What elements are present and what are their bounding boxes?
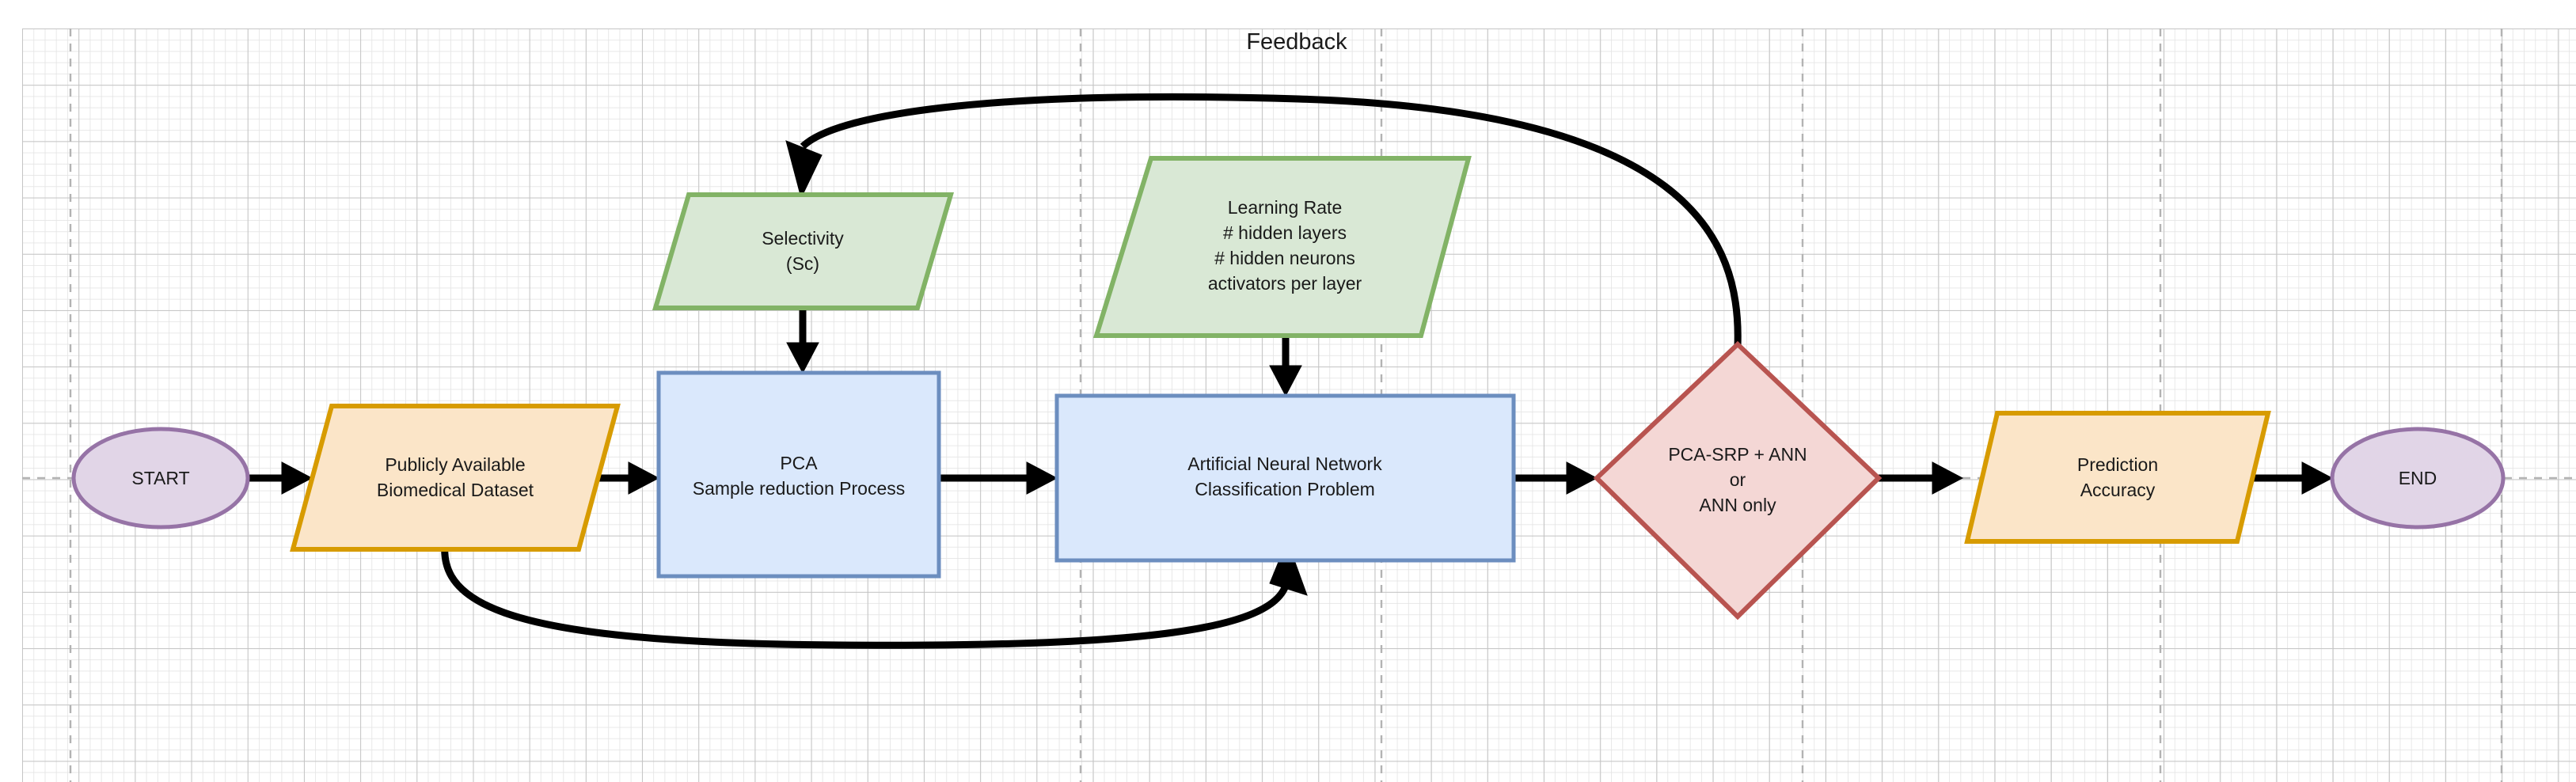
- edge-feedback-label: Feedback: [1246, 29, 1347, 55]
- ann-rectangle: [1054, 393, 1516, 563]
- accuracy-label-line2: Accuracy: [2080, 480, 2156, 500]
- edge-start-dataset[interactable]: [248, 461, 313, 495]
- edge-decision-accuracy[interactable]: [1879, 461, 1964, 495]
- hyperparams-label-line2: # hidden layers: [1223, 222, 1347, 243]
- end-ellipse: [2330, 427, 2506, 530]
- edge-pca-ann[interactable]: [939, 461, 1058, 495]
- ann-label-line1: Artificial Neural Network: [1187, 454, 1382, 474]
- dataset-label-line1: Publicly Available: [385, 454, 525, 475]
- node-start[interactable]: START: [71, 427, 250, 530]
- selectivity-label-line1: Selectivity: [762, 228, 844, 249]
- dataset-parallelogram: [290, 404, 621, 552]
- node-pca[interactable]: PCA Sample reduction Process: [656, 370, 941, 579]
- decision-label-line3: ANN only: [1699, 495, 1776, 515]
- end-label: END: [2399, 468, 2437, 488]
- grid-mask-top: [0, 0, 2576, 28]
- edge-feedback-path: [800, 93, 1742, 347]
- node-dataset[interactable]: Publicly Available Biomedical Dataset: [290, 404, 621, 552]
- edge-hyperparams-ann[interactable]: [1269, 336, 1302, 397]
- pca-rectangle: [656, 370, 941, 579]
- node-hyperparams[interactable]: Learning Rate # hidden layers # hidden n…: [1092, 156, 1472, 338]
- hyperparams-label-line1: Learning Rate: [1228, 197, 1343, 218]
- decision-label-line1: PCA-SRP + ANN: [1668, 444, 1807, 465]
- ann-label-line2: Classification Problem: [1195, 479, 1375, 499]
- pca-label-line1: PCA: [780, 453, 818, 473]
- edge-feedback-arrowhead: [785, 140, 823, 199]
- node-accuracy[interactable]: Prediction Accuracy: [1964, 411, 2271, 544]
- start-ellipse: [71, 427, 250, 530]
- node-decision[interactable]: PCA-SRP + ANN or ANN only: [1593, 340, 1883, 621]
- edge-ann-decision[interactable]: [1514, 461, 1598, 495]
- edge-decision-accuracy-arrowhead: [1932, 461, 1964, 495]
- decision-label-line2: or: [1730, 469, 1746, 490]
- edge-selectivity-pca[interactable]: [786, 308, 819, 374]
- start-label: START: [131, 468, 189, 488]
- edge-start-dataset-arrowhead: [281, 461, 313, 495]
- hyperparams-label-line4: activators per layer: [1208, 273, 1362, 294]
- pca-label-line2: Sample reduction Process: [693, 478, 905, 499]
- edge-accuracy-end[interactable]: [2254, 461, 2334, 495]
- selectivity-label-line2: (Sc): [786, 253, 819, 274]
- edge-dataset-pca-arrowhead: [628, 461, 660, 495]
- node-ann[interactable]: Artificial Neural Network Classification…: [1054, 393, 1516, 563]
- node-end[interactable]: END: [2330, 427, 2506, 530]
- node-selectivity[interactable]: Selectivity (Sc): [652, 192, 955, 310]
- edge-pca-ann-arrowhead: [1026, 461, 1058, 495]
- accuracy-label-line1: Prediction: [2077, 454, 2158, 475]
- edge-selectivity-pca-arrowhead: [786, 342, 819, 374]
- accuracy-parallelogram: [1964, 411, 2271, 544]
- edge-bypass-path: [441, 525, 1290, 649]
- dataset-label-line2: Biomedical Dataset: [377, 480, 534, 500]
- hyperparams-label-line3: # hidden neurons: [1214, 248, 1355, 268]
- edge-accuracy-end-arrowhead: [2301, 461, 2334, 495]
- edge-ann-decision-arrowhead: [1566, 461, 1598, 495]
- edge-feedback[interactable]: Feedback: [785, 29, 1742, 347]
- edge-dataset-pca[interactable]: [594, 461, 660, 495]
- edge-hyperparams-ann-arrowhead: [1269, 365, 1302, 397]
- grid-mask-left: [0, 0, 22, 782]
- selectivity-parallelogram: [652, 192, 955, 310]
- hyperparams-parallelogram: [1092, 156, 1472, 338]
- decision-diamond: [1593, 340, 1883, 621]
